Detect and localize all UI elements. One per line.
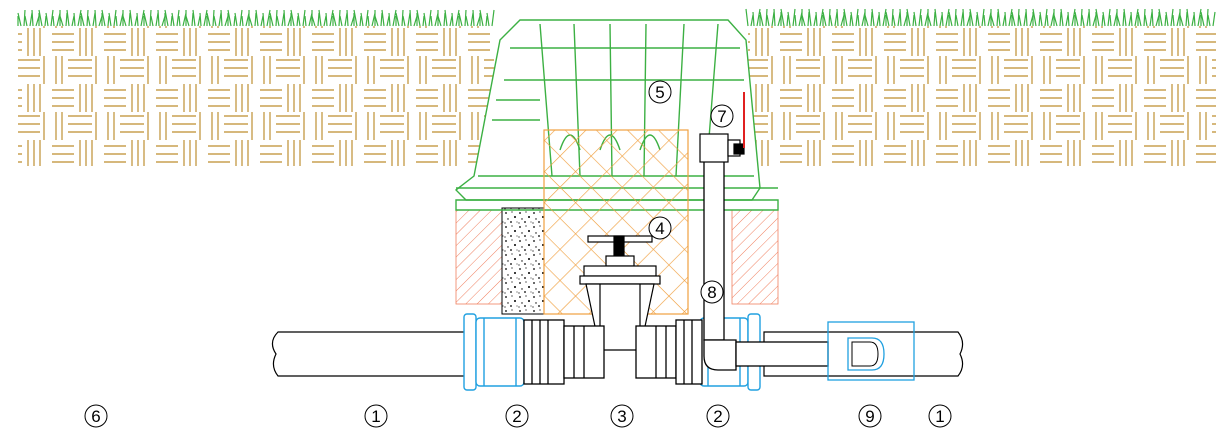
callout-1-right: 1 <box>928 404 952 428</box>
svg-text:3: 3 <box>617 407 626 426</box>
callout-1-left: 1 <box>364 404 388 428</box>
callout-2-left: 2 <box>505 404 529 428</box>
flush-cap <box>827 321 915 381</box>
coupling-left <box>463 313 525 391</box>
callout-3: 3 <box>610 404 634 428</box>
svg-text:2: 2 <box>713 407 722 426</box>
soil-right <box>748 26 1216 166</box>
ball-valve <box>699 92 745 163</box>
svg-text:9: 9 <box>865 407 874 426</box>
soil-left <box>18 26 494 166</box>
callout-6: 6 <box>84 404 108 428</box>
callout-2-right: 2 <box>706 404 730 428</box>
grass-left <box>17 9 495 27</box>
callout-9: 9 <box>858 404 882 428</box>
svg-text:4: 4 <box>655 219 664 238</box>
svg-text:1: 1 <box>935 407 944 426</box>
brick-left <box>455 209 503 305</box>
main-pipe-left <box>271 331 471 377</box>
adapter-right <box>635 319 703 385</box>
callout-5: 5 <box>648 80 672 104</box>
svg-text:6: 6 <box>91 407 100 426</box>
callout-4: 4 <box>648 216 672 240</box>
gravel-column <box>501 207 545 315</box>
grass-right <box>745 8 1216 27</box>
svg-text:2: 2 <box>512 407 521 426</box>
svg-text:1: 1 <box>371 407 380 426</box>
svg-text:7: 7 <box>717 107 726 126</box>
adapter-left <box>523 319 605 385</box>
callout-8: 8 <box>700 280 724 304</box>
svg-text:8: 8 <box>707 283 716 302</box>
callout-7: 7 <box>710 104 734 128</box>
svg-text:5: 5 <box>655 83 664 102</box>
brick-right <box>731 209 779 305</box>
